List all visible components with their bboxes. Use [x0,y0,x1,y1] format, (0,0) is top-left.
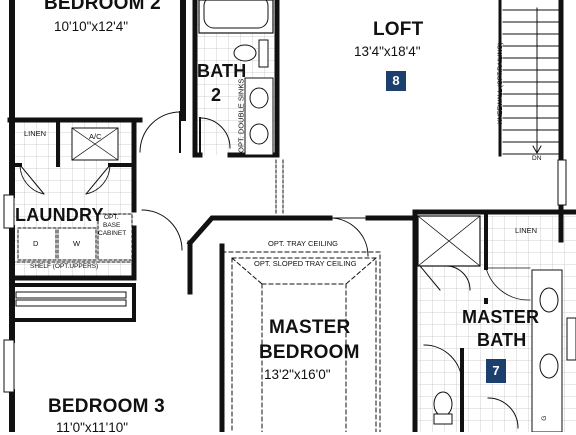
loft-name: LOFT [373,19,424,40]
stair-arrow [532,7,542,155]
stair-dn-label: DN [532,155,542,162]
stair-treads [502,9,559,155]
master-shower-door [419,265,471,291]
master-toilet [433,391,453,417]
master-bath-name-1: MASTER [462,307,540,327]
loft-divider-dashed [275,159,284,216]
sloped-tray-note: OPT. SLOPED TRAY CEILING [254,259,357,268]
washer-label: W [73,239,81,248]
opt-base-cabinet-2: BASE [103,222,121,229]
bath2-name-1: BATH [197,61,247,81]
master-door-swing [329,217,369,257]
master-bedroom-name-2: BEDROOM [259,342,360,363]
tray-ceiling-outline [221,251,381,432]
laundry-name: LAUNDRY [15,205,104,225]
loft-dims: 13'4"x18'4" [354,44,421,59]
stair-window [557,159,567,206]
edge-cut-glyph: G [540,415,548,421]
bath2-name-2: 2 [211,85,222,105]
master-bath-name-2: BATH [477,330,527,350]
bedroom3-window [3,339,15,393]
master-bath-window [566,317,576,361]
bath2-door-swing [199,117,231,149]
bedroom2-name: BEDROOM 2 [44,0,161,14]
opt-base-cabinet-1: OPT. [104,214,119,221]
master-bedroom-name-1: MASTER [269,317,351,338]
bedroom3-closet [10,283,136,322]
bedroom2-door-swing [139,111,181,153]
washer [57,227,97,261]
bath2-toilet [233,44,257,62]
shelf-note: SHELF (OPT.UPPERS) [30,263,99,270]
ac-label: A/C [89,132,102,141]
bedroom3-name: BEDROOM 3 [48,396,165,417]
master-bath-badge: 7 [486,359,506,383]
dryer-label: D [33,239,39,248]
sloped-tray-ceiling [231,257,377,432]
bath2-vanity [244,77,274,156]
master-door-right [487,397,519,429]
master-bedroom-left-wall [186,215,333,432]
linen-left-label: LINEN [24,129,47,138]
bedroom3-closet-door [15,291,127,299]
master-vanity [531,269,563,432]
opt-base-cabinet [97,213,133,261]
dryer [17,227,57,261]
linen-master-label: LINEN [515,226,538,235]
master-bedroom-right-wall [365,209,418,432]
master-bedroom-dims: 13'2"x16'0" [264,367,331,382]
bedroom3-dims: 11'0"x11'10" [56,420,129,435]
laundry-window [3,194,15,229]
tray-ceiling-note: OPT. TRAY CEILING [268,239,339,248]
opt-base-cabinet-3: CABINET [98,230,127,237]
laundry-door-swing [141,209,183,251]
laundry-closet-door-swing [19,164,111,195]
opt-double-sinks-note: OPT. DOUBLE SINKS [236,78,246,153]
kneewall-note: KNEEWALL (OPT.RAILING) [496,42,504,125]
loft-badge: 8 [386,71,406,91]
linen-master-door-swing [485,267,531,301]
wc-door-swing [423,344,463,384]
bedroom2-dims: 10'10"x12'4" [54,19,129,34]
